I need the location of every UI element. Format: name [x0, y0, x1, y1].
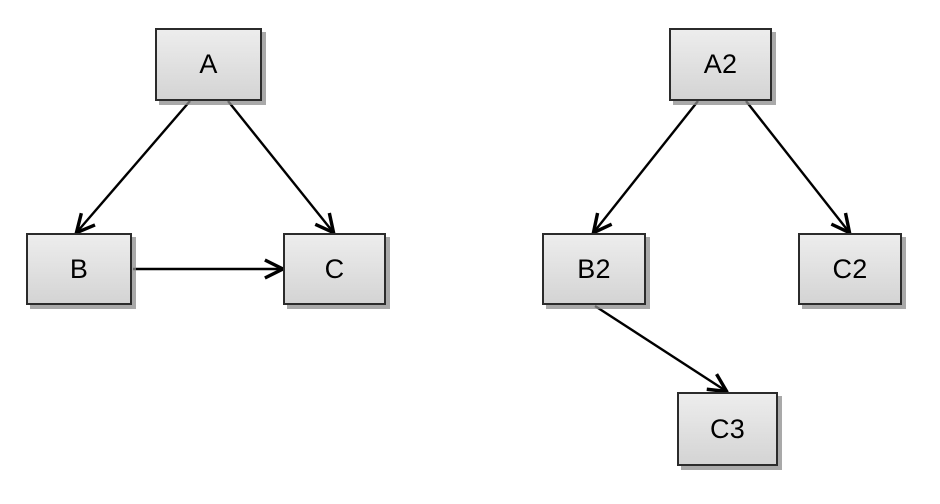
edge-a2-to-b2 [594, 100, 699, 232]
node-c3[interactable]: C3 [677, 392, 778, 466]
node-label: A [199, 49, 218, 79]
node-b[interactable]: B [26, 233, 132, 305]
edge-a2-to-c2 [745, 100, 849, 232]
node-label: A2 [703, 49, 738, 79]
edge-a-to-b [77, 100, 191, 232]
edge-b2-to-c3 [594, 304, 726, 391]
node-a[interactable]: A [155, 28, 262, 101]
node-label: C2 [832, 253, 868, 284]
node-a2[interactable]: A2 [669, 28, 772, 101]
node-label: C [324, 253, 345, 284]
node-c2[interactable]: C2 [798, 233, 902, 305]
edges-group [77, 100, 849, 391]
node-b2[interactable]: B2 [542, 233, 646, 305]
node-label: B2 [577, 253, 611, 284]
edge-a-to-c [227, 100, 333, 232]
node-label: C3 [710, 413, 745, 444]
node-label: B [69, 253, 89, 284]
node-c[interactable]: C [283, 233, 386, 305]
